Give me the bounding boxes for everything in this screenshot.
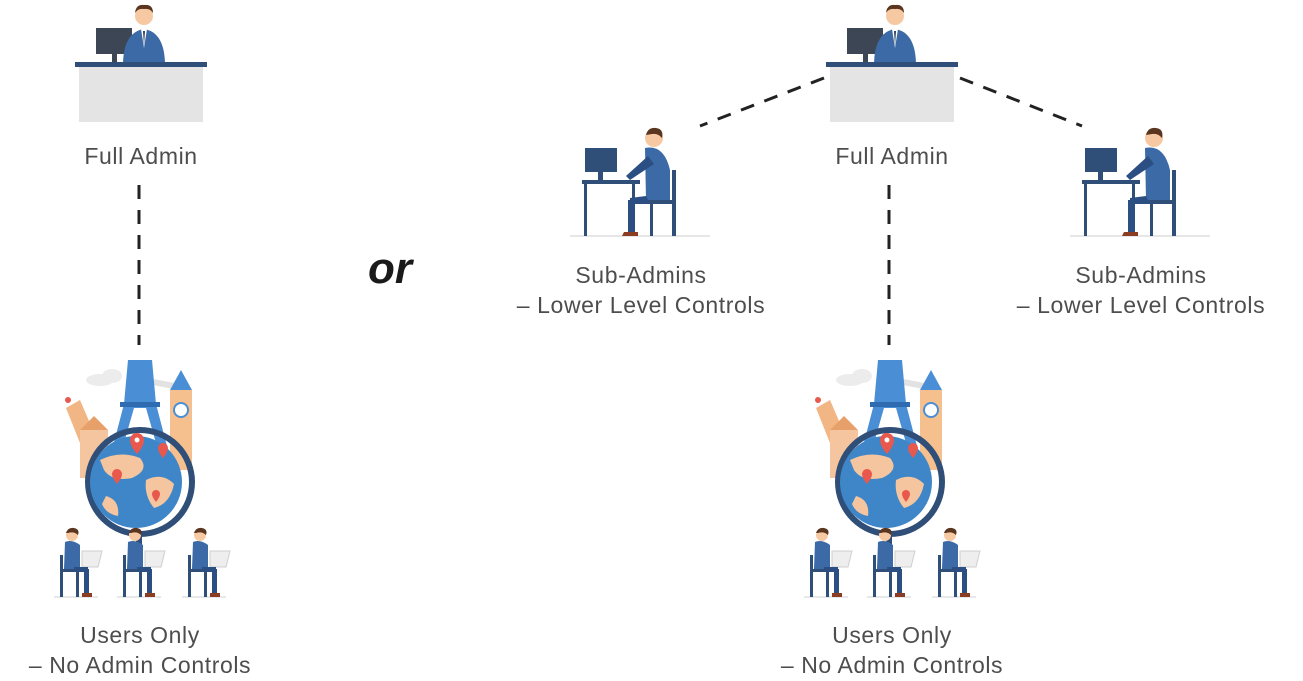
admin-at-desk-icon bbox=[75, 4, 207, 122]
right-connector-left-dashed bbox=[699, 76, 825, 128]
admin-at-desk-icon bbox=[826, 4, 958, 122]
user-at-laptop-icon bbox=[53, 526, 103, 598]
left-travel-globe-icon bbox=[65, 360, 192, 548]
right-full-admin-group bbox=[826, 4, 958, 122]
sub-admin-right-label: Sub-Admins – Lower Level Controls bbox=[986, 260, 1296, 320]
right-users-label-line1: Users Only bbox=[832, 622, 952, 648]
right-connector-right-dashed bbox=[959, 76, 1083, 128]
left-full-admin-label: Full Admin bbox=[41, 141, 241, 171]
user-at-laptop-icon bbox=[181, 526, 231, 598]
right-users-label: Users Only – No Admin Controls bbox=[742, 620, 1042, 680]
sub-admin-right-line2: – Lower Level Controls bbox=[1016, 292, 1266, 318]
sub-admin-at-computer-icon bbox=[1069, 126, 1211, 237]
user-at-laptop-icon bbox=[803, 526, 853, 598]
or-separator: or bbox=[368, 244, 412, 293]
right-full-admin-text: Full Admin bbox=[835, 143, 949, 169]
left-full-admin-text: Full Admin bbox=[84, 143, 198, 169]
sub-admin-left-group bbox=[569, 126, 711, 237]
left-users-label-line2: – No Admin Controls bbox=[28, 652, 252, 678]
right-full-admin-label: Full Admin bbox=[792, 141, 992, 171]
right-users-label-line2: – No Admin Controls bbox=[780, 652, 1004, 678]
sub-admin-right-group bbox=[1069, 126, 1211, 237]
sub-admin-right-line1: Sub-Admins bbox=[1075, 262, 1207, 288]
user-at-laptop-icon bbox=[931, 526, 981, 598]
left-full-admin-group bbox=[75, 4, 207, 122]
left-users-label-line1: Users Only bbox=[80, 622, 200, 648]
sub-admin-left-line2: – Lower Level Controls bbox=[516, 292, 766, 318]
right-travel-globe-icon bbox=[815, 360, 942, 548]
sub-admin-at-computer-icon bbox=[569, 126, 711, 237]
sub-admin-left-line1: Sub-Admins bbox=[575, 262, 707, 288]
left-users-label: Users Only – No Admin Controls bbox=[0, 620, 290, 680]
sub-admin-left-label: Sub-Admins – Lower Level Controls bbox=[486, 260, 796, 320]
